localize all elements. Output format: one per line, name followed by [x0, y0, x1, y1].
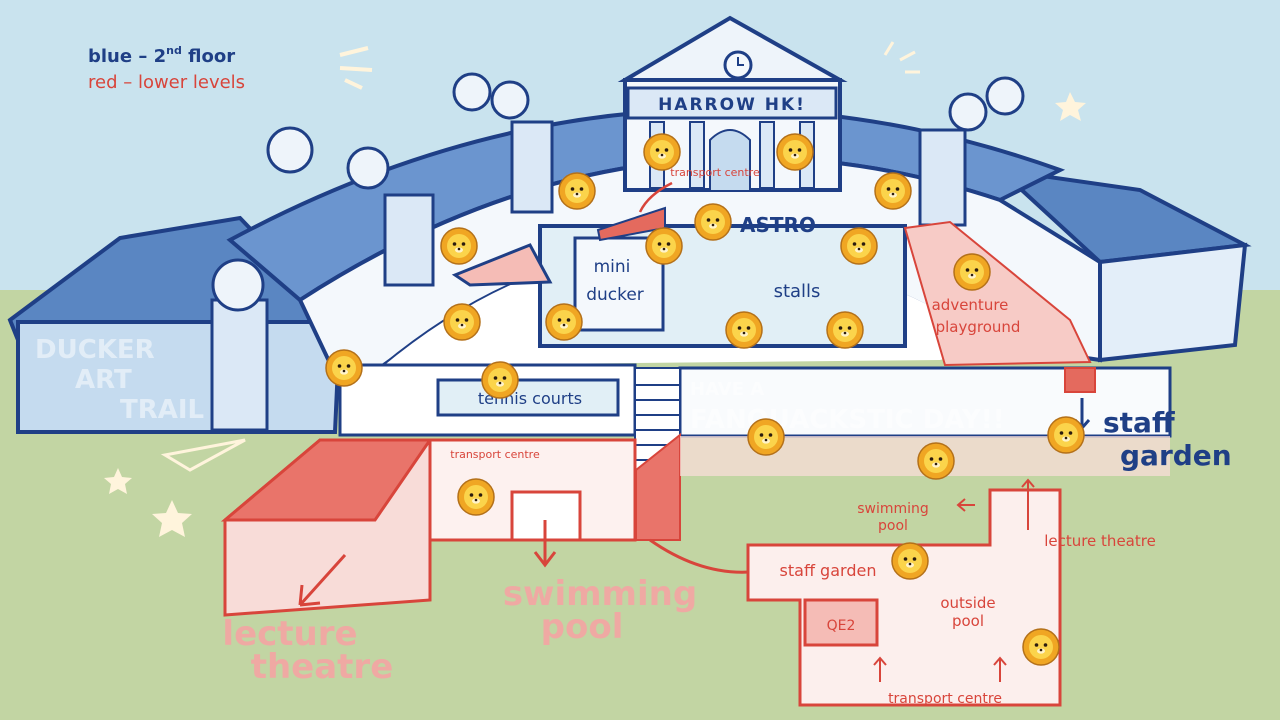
lion-face-icon[interactable]: [643, 133, 681, 171]
adventure-playground-zone: [903, 220, 1092, 367]
swimming-pool-small-1: swimming: [857, 501, 929, 517]
staff-garden-small-label: staff garden: [780, 561, 877, 580]
swimming-pool-big-2: pool: [541, 607, 624, 647]
lion-face-icon[interactable]: [826, 311, 864, 349]
transport-arrow: [638, 181, 673, 213]
pool-small-arrow: [956, 498, 975, 512]
lion-face-icon[interactable]: [747, 418, 785, 456]
inset-connector: [649, 538, 751, 574]
tower-left-front: [210, 258, 269, 432]
lion-face-icon[interactable]: [443, 303, 481, 341]
legend-red: red – lower levels: [88, 72, 245, 93]
tower-left-mid: [266, 126, 435, 287]
star-icon: [1055, 92, 1086, 121]
sparkle-icon: [883, 41, 920, 74]
transport-label-bottom: transport centre: [888, 691, 1002, 707]
stalls-label: stalls: [774, 281, 821, 302]
lion-face-icon[interactable]: [545, 303, 583, 341]
lion-face-icon[interactable]: [457, 478, 495, 516]
lion-face-icon[interactable]: [776, 133, 814, 171]
lion-face-icon[interactable]: [1047, 416, 1085, 454]
ducker-trail-line-3: TRAIL: [120, 395, 204, 425]
star-icon: [152, 500, 192, 537]
sparkle-icon: [339, 46, 373, 90]
lecture-theatre-big-2: theatre: [251, 647, 394, 687]
outside-pool-label-2: pool: [952, 612, 984, 630]
transport-label-top: transport centre: [670, 166, 760, 179]
staff-garden-big-2: garden: [1120, 439, 1232, 472]
lion-face-icon[interactable]: [917, 442, 955, 480]
ducker-trail-line-1: DUCKER: [35, 335, 155, 365]
lion-face-icon[interactable]: [953, 253, 991, 291]
adventure-stair: [1064, 367, 1096, 393]
lion-face-icon[interactable]: [874, 172, 912, 210]
lion-face-icon[interactable]: [440, 227, 478, 265]
tower-left-back: [452, 72, 554, 214]
transport-label-mid: transport centre: [450, 448, 540, 461]
school-name: HARROW HK!: [658, 95, 806, 115]
lion-face-icon[interactable]: [481, 361, 519, 399]
lecture-theatre-big-1: lecture: [222, 614, 357, 654]
lower-stair-red: [635, 432, 681, 541]
left-ramp: [451, 243, 553, 287]
lower-floor-plan: [746, 488, 1062, 707]
mural-line-1: HAVE A: [690, 379, 764, 400]
legend-blue: blue – 2nd floor: [88, 44, 235, 67]
mini-ducker-label-1: mini: [594, 257, 631, 277]
swimming-pool-big-1: swimming: [503, 574, 697, 614]
ducker-trail-line-2: ART: [75, 365, 132, 395]
legend: blue – 2nd floor red – lower levels: [88, 41, 920, 93]
outside-pool-label-1: outside: [940, 594, 995, 612]
lion-face-icon[interactable]: [725, 311, 763, 349]
lion-face-icon[interactable]: [694, 203, 732, 241]
lion-face-icon[interactable]: [645, 227, 683, 265]
staff-garden-big-1: staff: [1103, 406, 1175, 439]
adventure-label-1: adventure: [932, 296, 1009, 314]
qe2-room: [803, 598, 879, 647]
mini-ducker-label-2: ducker: [586, 285, 644, 305]
star-icon: [104, 468, 132, 494]
right-wing-wall: [1098, 242, 1248, 363]
lion-face-icon[interactable]: [891, 542, 929, 580]
transport-bottom-arrow-1: [873, 656, 887, 682]
tennis-courts-zone: [436, 378, 620, 417]
astro-label: ASTRO: [740, 213, 816, 237]
adventure-label-2: playground: [936, 318, 1021, 336]
tower-right: [918, 76, 1025, 227]
paper-plane-icon: [160, 438, 246, 472]
lion-face-icon[interactable]: [1022, 628, 1060, 666]
lecture-arrow: [298, 553, 347, 607]
qe2-label: QE2: [827, 618, 856, 634]
pool-arrow: [533, 520, 557, 568]
mural-line-2: FANQUACKSTIC DAY!!: [690, 405, 1004, 435]
lecture-theatre-small-label: lecture theatre: [1044, 532, 1156, 550]
lion-face-icon[interactable]: [558, 172, 596, 210]
lion-face-icon[interactable]: [325, 349, 363, 387]
lecture-small-arrow: [1021, 478, 1035, 530]
main-gate-building: [617, 15, 848, 192]
transport-bottom-arrow-2: [993, 656, 1007, 682]
swimming-pool-small-2: pool: [878, 518, 908, 534]
lion-face-icon[interactable]: [840, 227, 878, 265]
